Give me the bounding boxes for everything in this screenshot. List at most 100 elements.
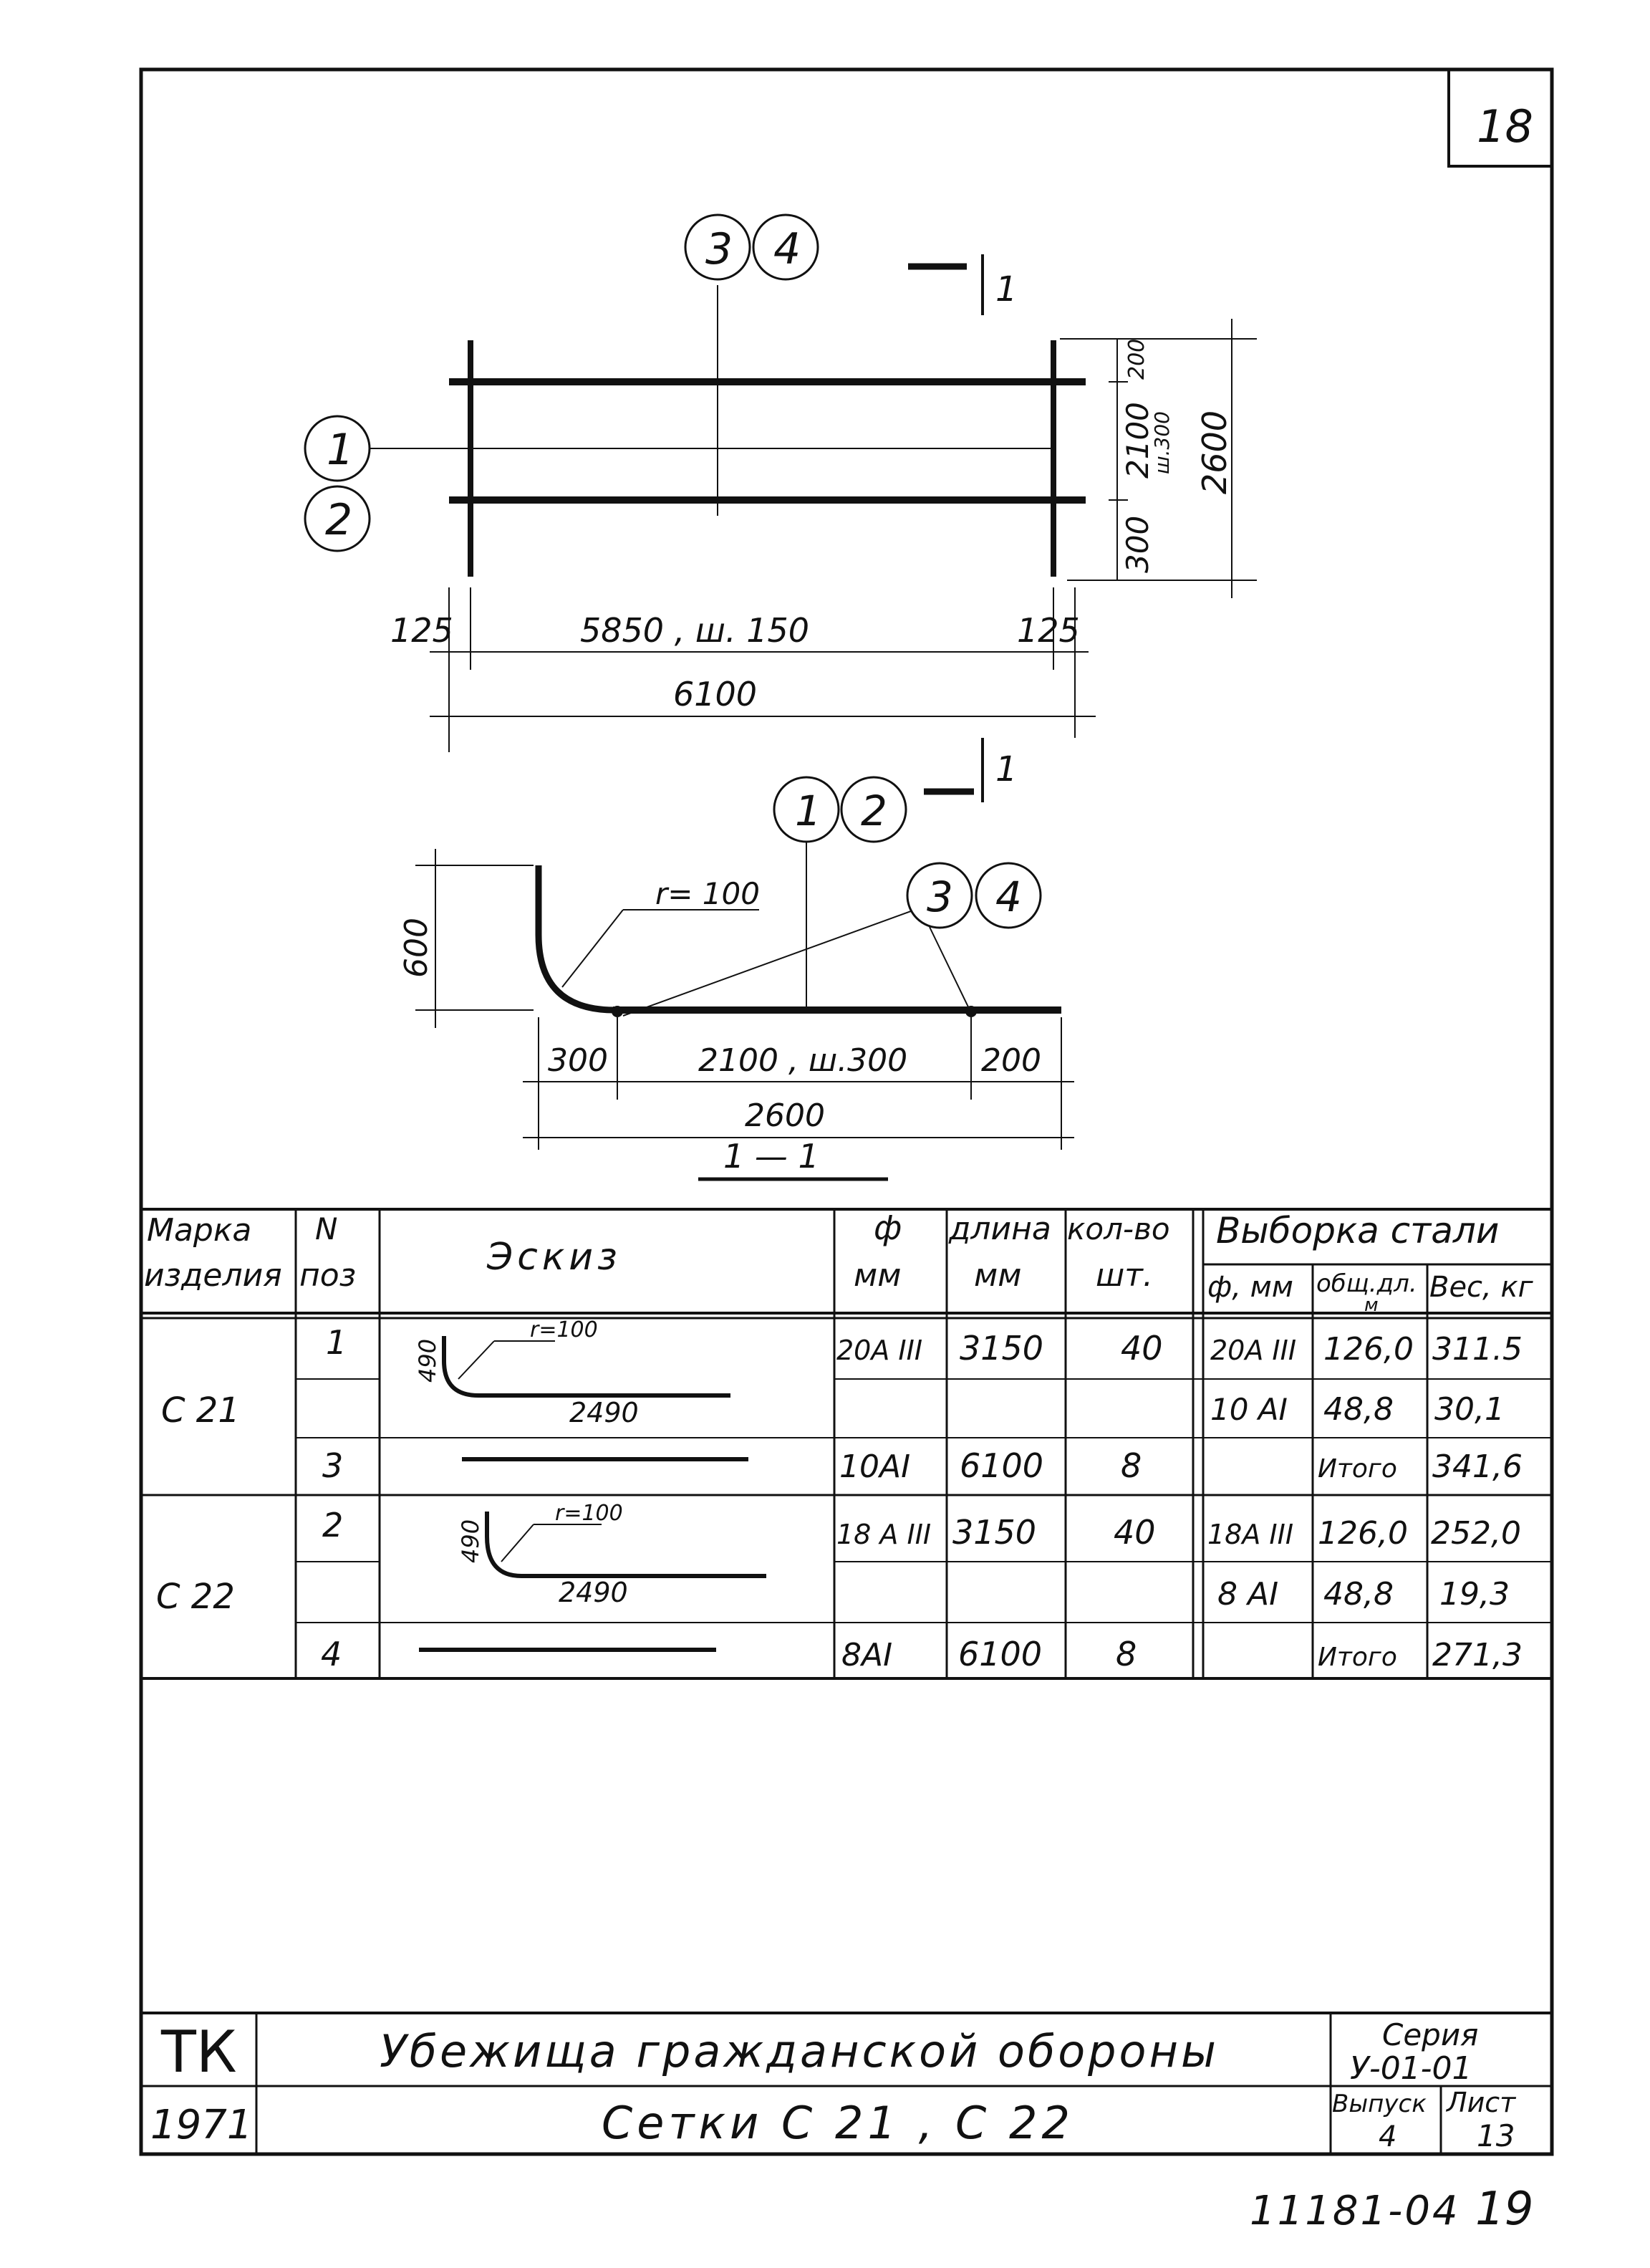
row-c21-total-2: 48,8 <box>1323 1391 1394 1428</box>
section-dim-2600: 2600 <box>745 1097 825 1134</box>
section-bubble-3 <box>906 862 973 929</box>
row-c22-itogo-value: 271,3 <box>1432 1637 1523 1673</box>
header-pos-2: поз <box>299 1257 356 1294</box>
plan-dim-125-right: 125 <box>1017 611 1080 650</box>
title-main: Убежища гражданской обороны <box>380 2025 1219 2077</box>
row-c21-pos-3: 3 <box>322 1446 343 1485</box>
header-qty-1: кол-во <box>1067 1211 1170 1246</box>
row-c21-qty-3: 8 <box>1121 1446 1142 1485</box>
plan-dim-125-left: 125 <box>390 611 453 650</box>
section-bubble-1-label: 1 <box>795 787 821 835</box>
plan-view: 3 4 1 2 1 200 2100 ш.300 300 2600 <box>304 213 1257 752</box>
section-marker-top-label: 1 <box>995 269 1018 309</box>
title-block: ТК 1971 Убежища гражданской обороны Сетк… <box>141 2012 1552 2154</box>
series-value: У-01-01 <box>1350 2050 1472 2087</box>
row-c22-total-2: 48,8 <box>1323 1576 1394 1613</box>
plan-dim-step-300: ш.300 <box>1150 411 1174 474</box>
row-c21-weight-1: 311.5 <box>1432 1331 1523 1368</box>
sketch-bent-bar-c21: r=100 490 2490 <box>414 1317 730 1428</box>
sketch-c21-length: 2490 <box>569 1397 639 1428</box>
plan-bubble-2-label: 2 <box>325 495 352 545</box>
plan-dim-2600: 2600 <box>1195 410 1234 494</box>
row-c21-dia: 20А III <box>836 1335 922 1366</box>
row-c22-sdia-1: 18А III <box>1207 1519 1293 1550</box>
section-dim-200: 200 <box>981 1042 1041 1079</box>
row-c21-sdia-1: 20А III <box>1210 1335 1296 1366</box>
row-c21-sdia-2: 10 АI <box>1210 1392 1288 1427</box>
row-c22-weight-2: 19,3 <box>1439 1576 1510 1613</box>
header-length-2: мм <box>974 1257 1021 1294</box>
header-total-2: м <box>1364 1294 1379 1316</box>
row-c21-itogo: Итого <box>1318 1454 1397 1484</box>
plan-dim-200: 200 <box>1124 339 1149 380</box>
row-c22-sdia-2: 8 АI <box>1217 1576 1278 1613</box>
section-bubble-2-label: 2 <box>861 787 887 835</box>
sketch-c21-height: 490 <box>414 1339 441 1383</box>
row-c22-dia-4: 8АI <box>841 1637 892 1673</box>
section-view: 1 1 2 3 4 r= 100 600 <box>398 738 1074 1181</box>
plan-bubble-2 <box>304 485 371 552</box>
sketch-c21-radius: r=100 <box>530 1317 598 1342</box>
plan-dim-6100: 6100 <box>673 675 757 713</box>
plan-bubble-3 <box>684 213 751 281</box>
footer-page: 19 <box>1475 2183 1533 2236</box>
row-c21-dia-3: 10АI <box>839 1448 910 1485</box>
section-transverse-bar-right <box>965 1006 977 1017</box>
row-c22-dia: 18 А III <box>836 1519 931 1550</box>
sheet-label: Лист <box>1445 2087 1517 2118</box>
row-c22-total-1: 126,0 <box>1318 1515 1408 1552</box>
row-c22-mark: С 22 <box>156 1577 235 1617</box>
header-sketch: Эскиз <box>486 1236 622 1279</box>
section-cut-label: 1 — 1 <box>723 1137 819 1176</box>
row-c22-weight-1: 252,0 <box>1431 1515 1521 1552</box>
section-transverse-bar-left <box>612 1006 623 1017</box>
series-label: Серия <box>1382 2017 1478 2052</box>
header-weight: Вес, кг <box>1429 1271 1534 1304</box>
sketch-c22-height: 490 <box>457 1519 484 1563</box>
page-number: 18 <box>1477 100 1533 153</box>
plan-bubble-1-label: 1 <box>327 425 354 475</box>
row-c21-itogo-value: 341,6 <box>1432 1448 1523 1485</box>
plan-bubble-4 <box>752 213 819 281</box>
row-c21-total-1: 126,0 <box>1323 1331 1414 1368</box>
row-c22-length-4: 6100 <box>958 1635 1042 1673</box>
plan-bubble-3-label: 3 <box>705 224 733 274</box>
row-c21-qty: 40 <box>1121 1329 1163 1368</box>
header-mark-1: Марка <box>147 1212 251 1249</box>
plan-dim-2100: 2100 <box>1120 402 1155 479</box>
row-c22-length: 3150 <box>952 1513 1036 1552</box>
header-steel-dia: ф, мм <box>1207 1271 1293 1304</box>
section-radius-label: r= 100 <box>655 876 760 911</box>
page-number-box: 18 <box>1447 69 1552 168</box>
title-sub: Сетки С 21 , С 22 <box>602 2097 1074 2149</box>
row-c21-mark: С 21 <box>161 1390 240 1431</box>
plan-bubble-4-label: 4 <box>773 224 801 274</box>
section-dim-600: 600 <box>398 918 435 978</box>
section-bubble-4 <box>975 862 1042 929</box>
row-c22-pos-2: 2 <box>322 1506 343 1544</box>
header-dia-2: мм <box>854 1257 901 1294</box>
section-bubble-4-label: 4 <box>995 873 1022 921</box>
footer-code: 11181-04 <box>1250 2188 1460 2234</box>
section-marker-bottom: 1 <box>924 738 1018 802</box>
header-length-1: длина <box>948 1211 1051 1247</box>
section-bubble-2 <box>840 776 907 843</box>
section-dim-2100: 2100 , ш.300 <box>698 1042 907 1079</box>
title-year: 1971 <box>150 2102 253 2148</box>
header-mark-2: изделия <box>144 1257 282 1294</box>
section-marker-top: 1 <box>908 254 1018 315</box>
header-qty-2: шт. <box>1096 1257 1153 1294</box>
row-c22-qty: 40 <box>1114 1513 1156 1552</box>
row-c22-itogo: Итого <box>1318 1643 1397 1672</box>
section-bent-bar <box>535 865 1061 1014</box>
header-dia-1: ф <box>874 1209 902 1247</box>
sheet-frame <box>139 67 1554 2156</box>
section-dim-300: 300 <box>548 1042 608 1079</box>
sheet-value: 13 <box>1477 2118 1515 2153</box>
issue-value: 4 <box>1379 2120 1396 2153</box>
plan-dim-300: 300 <box>1120 516 1155 573</box>
row-c21-length-3: 6100 <box>960 1446 1043 1485</box>
plan-dim-5850: 5850 , ш. 150 <box>580 611 809 650</box>
issue-label: Выпуск <box>1332 2090 1427 2118</box>
